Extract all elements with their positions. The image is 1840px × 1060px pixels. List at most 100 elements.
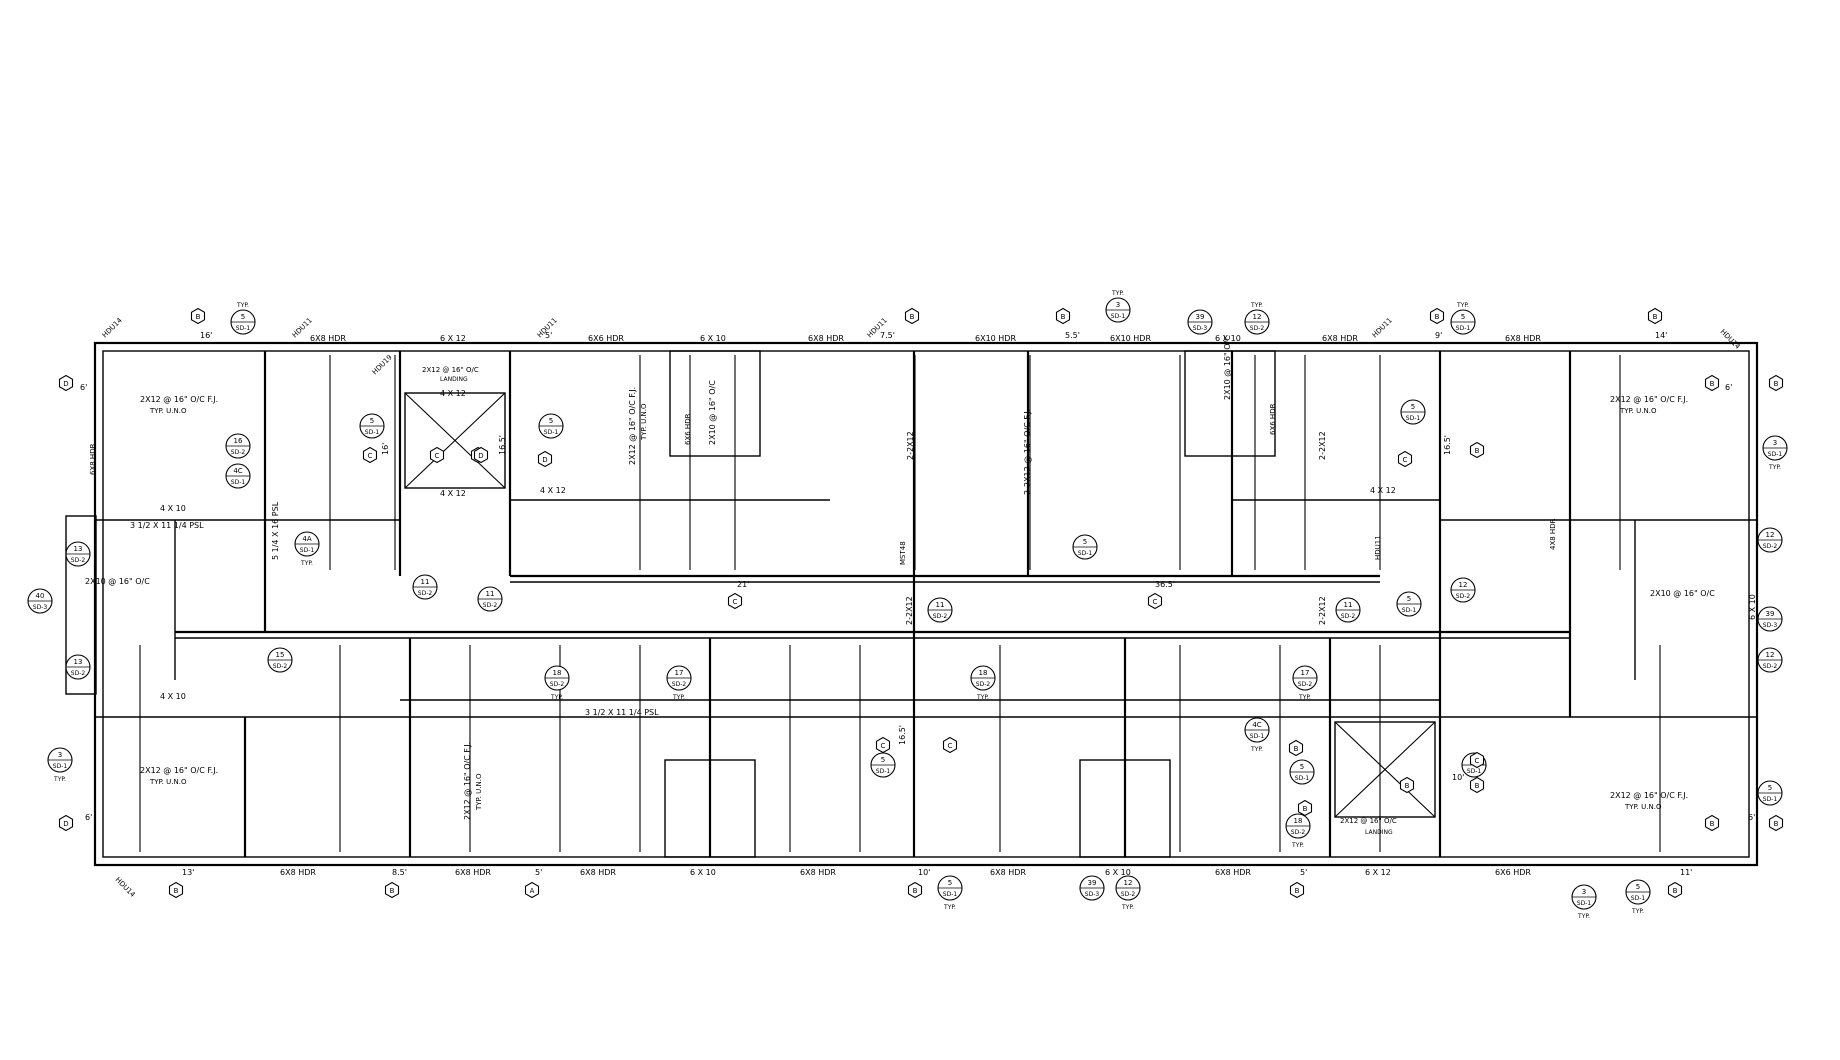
stair-diag-4 xyxy=(1334,721,1436,818)
spacing-label: 13' xyxy=(182,868,194,877)
shear-wall-hex-mark: D xyxy=(58,374,74,392)
callout-sheet: SD-1 xyxy=(1456,325,1471,332)
span-label: 6X8 HDR xyxy=(89,443,97,475)
spacing-label: 16' xyxy=(381,443,390,455)
header-label: 6 X 12 xyxy=(1365,868,1391,877)
hex-outline xyxy=(58,374,74,392)
hex-letter: C xyxy=(1153,598,1158,606)
hex-outline xyxy=(727,592,743,610)
span-label: 6X6 HDR xyxy=(1269,403,1277,435)
callout-sheet: SD-1 xyxy=(1768,451,1783,458)
callout-number: 3 xyxy=(1582,888,1586,896)
hex-letter: B xyxy=(1405,782,1410,790)
callout-sheet: SD-1 xyxy=(1631,895,1646,902)
beam-label: 5 1/4 X 16 PSL xyxy=(271,501,280,560)
callout-note: TYP. xyxy=(236,302,249,309)
span-label: 2X12 @ 16" O/C F.J. xyxy=(463,742,472,820)
hex-letter: B xyxy=(910,313,915,321)
shear-wall-hex-mark: B xyxy=(1288,739,1304,757)
beam-label: 3 1/2 X 11 1/4 PSL xyxy=(130,521,204,530)
stair-diag-2 xyxy=(404,392,506,489)
closet-2 xyxy=(1184,350,1276,457)
beam-labels: 4 X 12 4 X 12 4 X 12 4 X 12 4 X 10 4 X 1… xyxy=(85,389,1757,717)
callout-number: 5 xyxy=(370,417,374,425)
shear-wall-hex-mark: B xyxy=(1399,776,1415,794)
hex-letter: D xyxy=(478,452,483,460)
shear-wall-hex-mark: C xyxy=(429,446,445,464)
shear-wall-hex-mark: B xyxy=(1055,307,1071,325)
callout-note: TYP. xyxy=(1298,694,1311,701)
hex-outline xyxy=(1667,881,1683,899)
detail-callout: 5SD-1 xyxy=(1289,759,1315,785)
holdown-label: HDU11 xyxy=(1374,535,1382,560)
beam-label: 4 X 12 xyxy=(1370,486,1396,495)
shear-wall-hex-mark: B xyxy=(1469,441,1485,459)
building-perimeter xyxy=(93,341,1759,867)
hex-outline xyxy=(58,814,74,832)
callout-sheet: SD-2 xyxy=(1298,681,1313,688)
spacing-label: 6' xyxy=(80,383,87,392)
callout-sheet: SD-2 xyxy=(550,681,565,688)
spacing-label: 16' xyxy=(200,331,212,340)
hex-letter: B xyxy=(1475,447,1480,455)
hex-outline xyxy=(1147,592,1163,610)
hex-letter: C xyxy=(733,598,738,606)
shear-wall-hex-mark: B xyxy=(904,307,920,325)
hex-outline xyxy=(1469,441,1485,459)
detail-callout: 5SD-1 xyxy=(359,413,385,439)
header-label: 6X8 HDR xyxy=(1322,334,1358,343)
detail-callout: 5SD-1 xyxy=(1072,534,1098,560)
callout-number: 11 xyxy=(1344,601,1353,609)
callout-sheet: SD-2 xyxy=(483,602,498,609)
shear-wall-marks: BBBBBBBDDCCDDCCCBBBCCBBBABBBBDBCB xyxy=(58,307,1784,899)
spacing-label: 9' xyxy=(1435,331,1442,340)
spacing-label: 6' xyxy=(1725,383,1732,392)
joist-lines xyxy=(139,355,1661,852)
spacing-label: 11' xyxy=(1680,868,1692,877)
span-label: TYP. U.N.O xyxy=(640,403,648,441)
callout-number: 18 xyxy=(553,669,562,677)
hex-letter: B xyxy=(1435,313,1440,321)
joist-note: 2X12 @ 16" O/C F.J. TYP. U.N.O xyxy=(1610,395,1688,415)
hex-outline xyxy=(1289,881,1305,899)
callout-number: 12 xyxy=(1766,651,1775,659)
header-label: 6 X 10 xyxy=(1105,868,1131,877)
callout-sheet: SD-1 xyxy=(236,325,251,332)
header-label: 6X8 HDR xyxy=(990,868,1026,877)
hex-outline xyxy=(1768,814,1784,832)
header-label: 6X8 HDR xyxy=(808,334,844,343)
joist-notes: 2X12 @ 16" O/C F.J. TYP. U.N.O 2X12 @ 16… xyxy=(140,366,1688,836)
joist-note-line2: TYP. U.N.O xyxy=(1619,407,1657,415)
callout-number: 5 xyxy=(1461,313,1465,321)
spacing-label: 8.5' xyxy=(392,868,407,877)
hex-letter: C xyxy=(881,742,886,750)
hex-outline xyxy=(1399,776,1415,794)
spacing-label: 6' xyxy=(85,813,92,822)
hex-outline xyxy=(1288,739,1304,757)
header-label: 6X8 HDR xyxy=(1215,868,1251,877)
callout-sheet: SD-1 xyxy=(300,547,315,554)
callout-number: 16 xyxy=(234,437,243,445)
beam-label: 4 X 10 xyxy=(160,504,186,513)
header-label: 6X8 HDR xyxy=(455,868,491,877)
shear-wall-hex-mark: C xyxy=(362,446,378,464)
callout-note: TYP. xyxy=(1250,746,1263,753)
callout-sheet: SD-1 xyxy=(1111,313,1126,320)
joist-note-line2: LANDING xyxy=(1365,829,1393,836)
hex-letter: B xyxy=(1710,820,1715,828)
callout-note: TYP. xyxy=(1111,290,1124,297)
callout-number: 13 xyxy=(74,658,83,666)
callout-number: 39 xyxy=(1766,610,1775,618)
header-label: 6X8 HDR xyxy=(280,868,316,877)
callout-number: 17 xyxy=(675,669,684,677)
callout-sheet: SD-2 xyxy=(231,449,246,456)
hex-letter: B xyxy=(1710,380,1715,388)
hex-letter: D xyxy=(542,456,547,464)
callout-number: 18 xyxy=(979,669,988,677)
